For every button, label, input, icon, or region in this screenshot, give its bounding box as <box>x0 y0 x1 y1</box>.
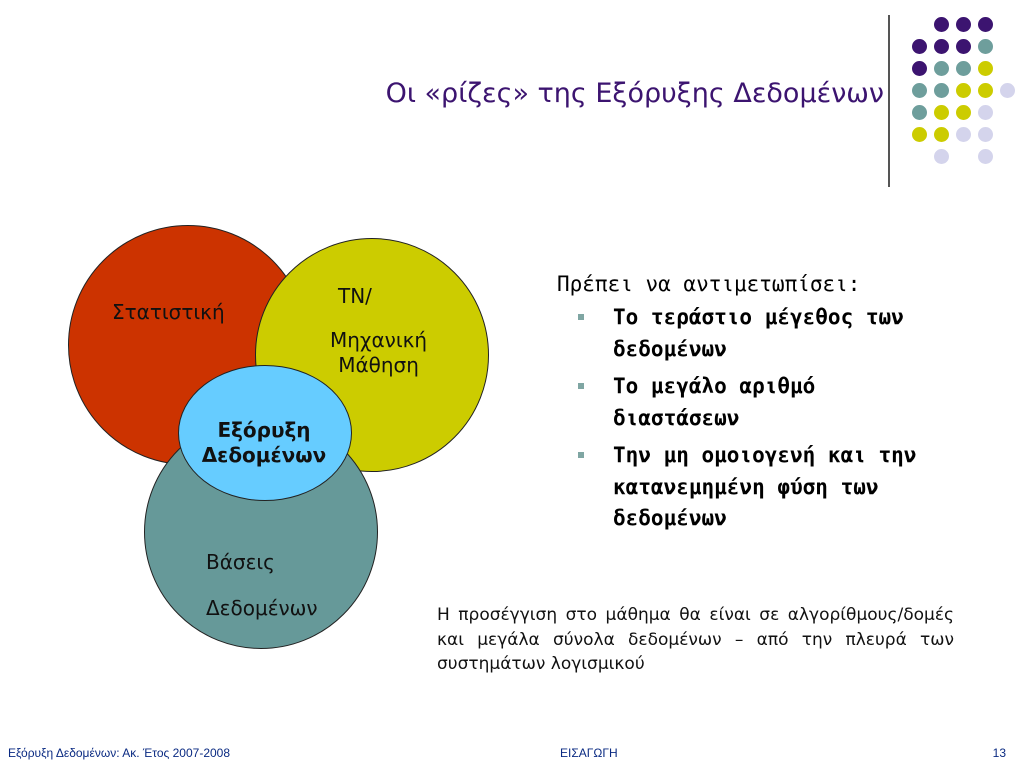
decorative-dot <box>934 17 949 32</box>
data-mining-label: Εξόρυξη Δεδομένων <box>201 418 327 467</box>
data-mining-circle <box>178 365 352 501</box>
bullet-square-icon <box>578 314 584 320</box>
decorative-dot <box>1000 83 1015 98</box>
list-item: Την μη ομοιογενή και την κατανεμημένη φύ… <box>557 440 937 535</box>
databases-label-line2: Δεδομένων <box>206 596 318 620</box>
decorative-dot <box>978 39 993 54</box>
decorative-dot <box>956 127 971 142</box>
slide-title: Οι «ρίζες» της Εξόρυξης Δεδομένων <box>385 78 884 109</box>
list-item: Το τεράστιο μέγεθος των δεδομένων <box>557 302 937 365</box>
decorative-dot <box>912 39 927 54</box>
page-number: 13 <box>992 746 1006 760</box>
approach-paragraph: Η προσέγγιση στο μάθημα θα είναι σε αλγο… <box>437 605 954 675</box>
list-item: Το μεγάλο αριθμό διαστάσεων <box>557 371 937 434</box>
footer-section: ΕΙΣΑΓΩΓΗ <box>560 746 618 760</box>
decorative-dot <box>934 127 949 142</box>
decorative-dot <box>934 39 949 54</box>
decorative-dot <box>912 105 927 120</box>
decorative-dot <box>934 83 949 98</box>
machine-learning-label: Μηχανική Μάθηση <box>330 328 428 377</box>
decorative-dot <box>934 61 949 76</box>
decorative-dot <box>934 149 949 164</box>
bullet-square-icon <box>578 452 584 458</box>
decorative-dot <box>978 17 993 32</box>
challenges-list: Πρέπει να αντιμετωπίσει: Το τεράστιο μέγ… <box>557 272 937 541</box>
decorative-dot <box>978 149 993 164</box>
decorative-dot <box>978 105 993 120</box>
footer-course: Εξόρυξη Δεδομένων: Ακ. Έτος 2007-2008 <box>8 746 231 760</box>
tn-label: TN/ <box>338 284 372 308</box>
decorative-dot <box>978 61 993 76</box>
decorative-dot <box>956 39 971 54</box>
title-divider <box>888 15 890 187</box>
databases-label-line1: Βάσεις <box>206 550 275 574</box>
decorative-dot <box>956 105 971 120</box>
list-item-text: Την μη ομοιογενή και την κατανεμημένη φύ… <box>613 443 917 530</box>
decorative-dot <box>934 105 949 120</box>
decorative-dot <box>912 127 927 142</box>
decorative-dot <box>956 17 971 32</box>
list-item-text: Το τεράστιο μέγεθος των δεδομένων <box>613 305 904 361</box>
decorative-dot <box>978 83 993 98</box>
decorative-dot <box>912 61 927 76</box>
bullet-square-icon <box>578 383 584 389</box>
decorative-dot <box>956 83 971 98</box>
decorative-dot <box>912 83 927 98</box>
list-item-text: Το μεγάλο αριθμό διαστάσεων <box>613 374 816 430</box>
decorative-dot <box>978 127 993 142</box>
statistics-label: Στατιστική <box>112 300 225 324</box>
challenges-heading: Πρέπει να αντιμετωπίσει: <box>557 272 861 296</box>
decorative-dot <box>956 61 971 76</box>
